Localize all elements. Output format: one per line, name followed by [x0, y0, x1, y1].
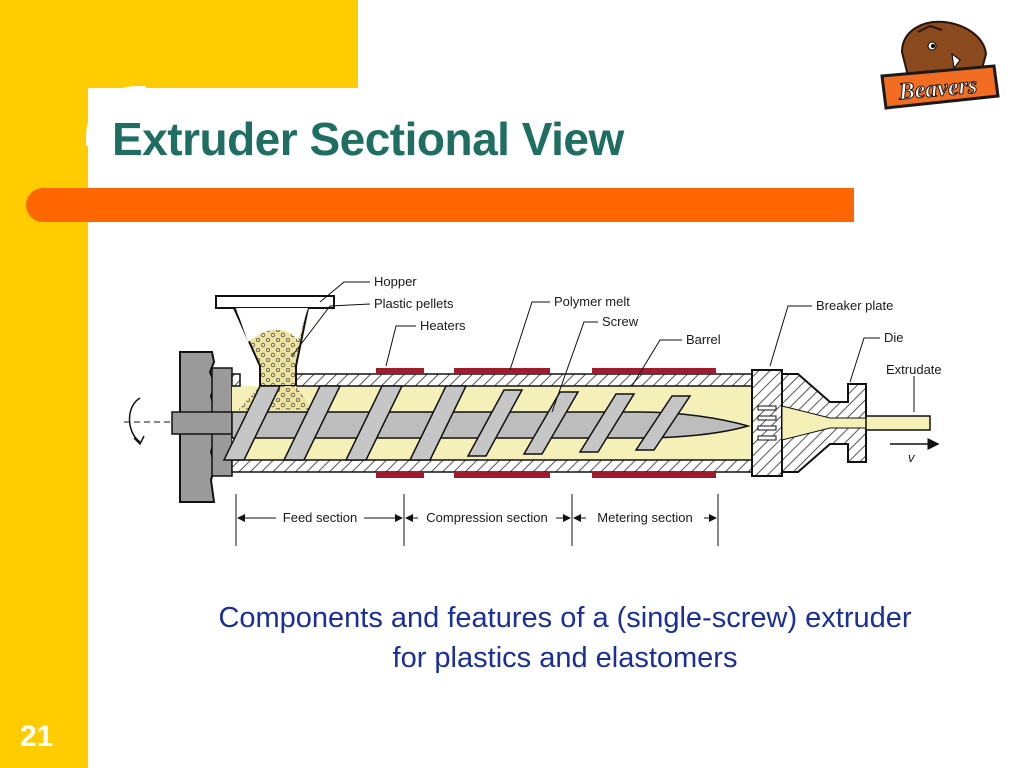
hopper-empty-space [236, 308, 308, 342]
label-hopper: Hopper [374, 274, 417, 289]
drive-shaft [171, 411, 233, 435]
logo-banner [880, 64, 1000, 110]
barrel-wall-bottom [231, 459, 753, 473]
label-die: Die [884, 330, 904, 345]
velocity-label: v [908, 450, 916, 465]
beavers-logo: Beavers [880, 20, 1000, 110]
callout-leaders [291, 281, 915, 413]
frame-top-band [0, 0, 358, 88]
title-underline-bar [26, 188, 854, 222]
label-plastic-pellets: Plastic pellets [374, 296, 454, 311]
frame-left-band [0, 0, 88, 768]
label-compression-section: Compression section [426, 510, 547, 525]
heater-bands [376, 368, 716, 478]
label-extrudate: Extrudate [886, 362, 942, 377]
breaker-plate [751, 369, 783, 477]
label-screw: Screw [602, 314, 639, 329]
section-boundaries [235, 494, 719, 546]
extruder-diagram: v Hopper Plastic pellets Heaters Polymer… [124, 274, 942, 546]
label-metering-section: Metering section [597, 510, 692, 525]
screw-flights [222, 385, 692, 461]
label-heaters: Heaters [420, 318, 466, 333]
label-feed-section: Feed section [283, 510, 357, 525]
diagram-caption: Components and features of a (single-scr… [130, 598, 1000, 678]
barrel-wall-top [293, 373, 753, 387]
caption-line-1: Components and features of a (single-scr… [218, 602, 912, 634]
slide-title: Extruder Sectional View [112, 113, 624, 165]
beaver-head-icon [900, 20, 988, 77]
label-polymer-melt: Polymer melt [554, 294, 630, 309]
label-barrel: Barrel [686, 332, 721, 347]
logo-wordmark: Beavers [897, 73, 979, 106]
extrudate [865, 415, 931, 431]
slide-number: 21 [20, 720, 54, 753]
caption-line-2: for plastics and elastomers [392, 642, 738, 674]
label-breaker-plate: Breaker plate [816, 298, 893, 313]
hopper-rim [215, 295, 335, 309]
rotation-arrow-icon [124, 397, 172, 446]
